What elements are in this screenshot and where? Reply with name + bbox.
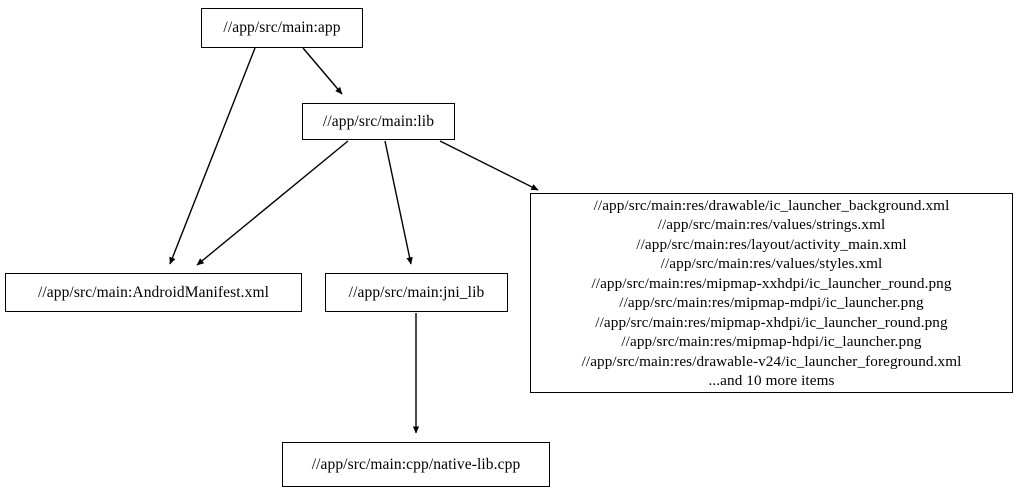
node-app[interactable]: //app/src/main:app: [201, 8, 363, 48]
node-app-label: //app/src/main:app: [223, 19, 341, 37]
edge-app-to-lib: [302, 47, 343, 95]
node-res-group[interactable]: //app/src/main:res/drawable/ic_launcher_…: [530, 193, 1013, 393]
node-lib-label: //app/src/main:lib: [322, 112, 435, 130]
node-native-lib-cpp-label: //app/src/main:cpp/native-lib.cpp: [311, 455, 521, 473]
edge-lib-to-res: [439, 140, 539, 191]
edge-lib-to-jnilib: [384, 140, 413, 265]
node-native-lib-cpp[interactable]: //app/src/main:cpp/native-lib.cpp: [282, 442, 550, 487]
node-android-manifest[interactable]: //app/src/main:AndroidManifest.xml: [5, 273, 302, 312]
node-lib[interactable]: //app/src/main:lib: [302, 103, 455, 140]
node-android-manifest-label: //app/src/main:AndroidManifest.xml: [37, 283, 270, 301]
node-jni-lib[interactable]: //app/src/main:jni_lib: [325, 273, 508, 312]
node-res-group-label: //app/src/main:res/drawable/ic_launcher_…: [581, 196, 962, 390]
edge-app-to-manifest: [169, 47, 256, 265]
node-jni-lib-label: //app/src/main:jni_lib: [348, 283, 485, 301]
edge-lib-to-manifest: [196, 140, 349, 266]
